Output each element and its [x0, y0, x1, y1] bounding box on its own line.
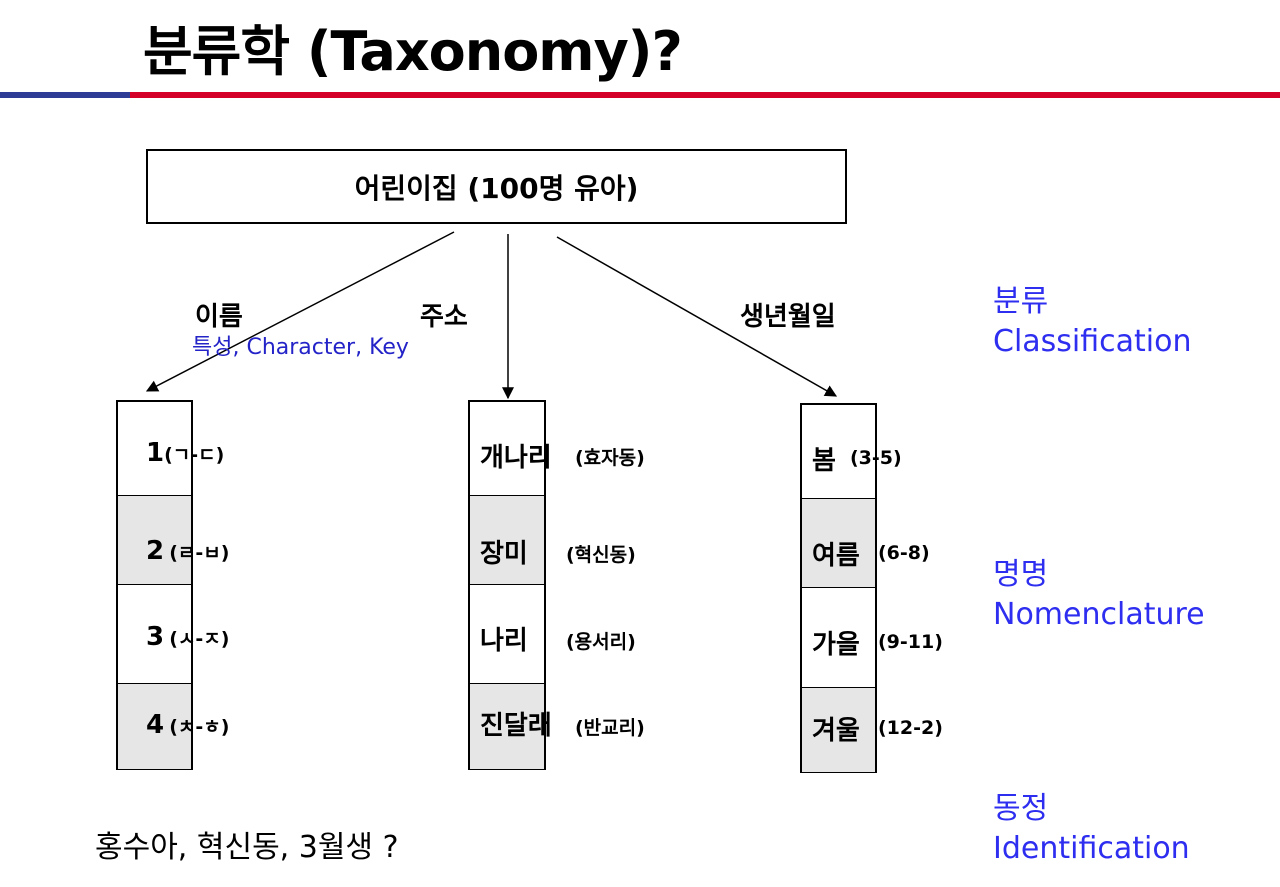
name-item-1: 1(ㄱ-ㄷ) [146, 438, 224, 468]
identification-question: 홍수아, 혁신동, 3월생 ? [95, 830, 399, 865]
name-item-main: 3 [146, 622, 165, 652]
name-item-sub: (ㄱ-ㄷ) [164, 444, 225, 466]
side-term-ko: 동정 [993, 791, 1049, 826]
name-item-sub: (ㄹ-ㅂ) [169, 542, 230, 564]
address-item-3-sub: (용서리) [566, 631, 636, 653]
name-item-main: 2 [146, 536, 165, 566]
page-title: 분류학 (Taxonomy)? [143, 20, 683, 83]
name-cell-3 [118, 584, 191, 683]
key-note: 특성, Character, Key [192, 335, 409, 360]
side-term-classification: 분류 Classification [993, 282, 1192, 362]
name-item-4: 4 (ㅊ-ㅎ) [146, 710, 229, 740]
arrow-name [145, 231, 455, 392]
branch-label-address: 주소 [420, 302, 468, 332]
birth-item-2-sub: (6-8) [878, 542, 930, 564]
side-term-ko: 명명 [993, 557, 1049, 592]
arrow-birth [556, 236, 838, 397]
name-item-main: 1 [146, 438, 165, 468]
birth-item-1-sub: (3-5) [850, 447, 902, 469]
birth-item-3-sub: (9-11) [878, 631, 943, 653]
branch-label-name: 이름 [195, 302, 243, 332]
side-term-nomenclature: 명명 Nomenclature [993, 555, 1205, 635]
address-item-4-main: 진달래 [480, 711, 552, 741]
column-name [116, 400, 193, 770]
address-cell-3 [470, 584, 544, 683]
branch-label-birth: 생년월일 [740, 302, 836, 332]
title-underline-red [130, 92, 1280, 98]
name-item-sub: (ㅊ-ㅎ) [169, 716, 230, 738]
birth-item-4-sub: (12-2) [878, 717, 943, 739]
name-item-2: 2 (ㄹ-ㅂ) [146, 536, 229, 566]
address-cell-2 [470, 495, 544, 584]
name-item-main: 4 [146, 710, 165, 740]
address-item-3-main: 나리 [480, 626, 528, 656]
side-term-en: Classification [993, 324, 1192, 359]
name-cell-2 [118, 495, 191, 584]
birth-item-2-main: 여름 [812, 541, 860, 571]
address-item-1-main: 개나리 [480, 443, 552, 473]
birth-item-4-main: 겨울 [812, 716, 860, 746]
side-term-en: Identification [993, 831, 1190, 866]
side-term-ko: 분류 [993, 284, 1049, 319]
address-item-2-sub: (혁신동) [566, 544, 636, 566]
birth-item-3-main: 가을 [812, 630, 860, 660]
birth-cell-2 [802, 498, 875, 587]
name-item-sub: (ㅅ-ㅈ) [169, 628, 230, 650]
birth-item-1-main: 봄 [812, 446, 836, 476]
column-birth [800, 403, 877, 773]
address-cell-4 [470, 683, 544, 769]
birth-cell-3 [802, 587, 875, 687]
address-item-4-sub: (반교리) [575, 717, 645, 739]
name-cell-4 [118, 683, 191, 769]
title-underline-blue [0, 92, 130, 98]
birth-cell-4 [802, 687, 875, 772]
address-item-2-main: 장미 [480, 539, 528, 569]
side-term-en: Nomenclature [993, 597, 1205, 632]
root-node-label: 어린이집 (100명 유아) [354, 171, 639, 205]
column-address [468, 400, 546, 770]
side-term-identification: 동정 Identification [993, 789, 1190, 869]
root-node: 어린이집 (100명 유아) [146, 149, 847, 224]
name-item-3: 3 (ㅅ-ㅈ) [146, 622, 229, 652]
address-item-1-sub: (효자동) [575, 447, 645, 469]
